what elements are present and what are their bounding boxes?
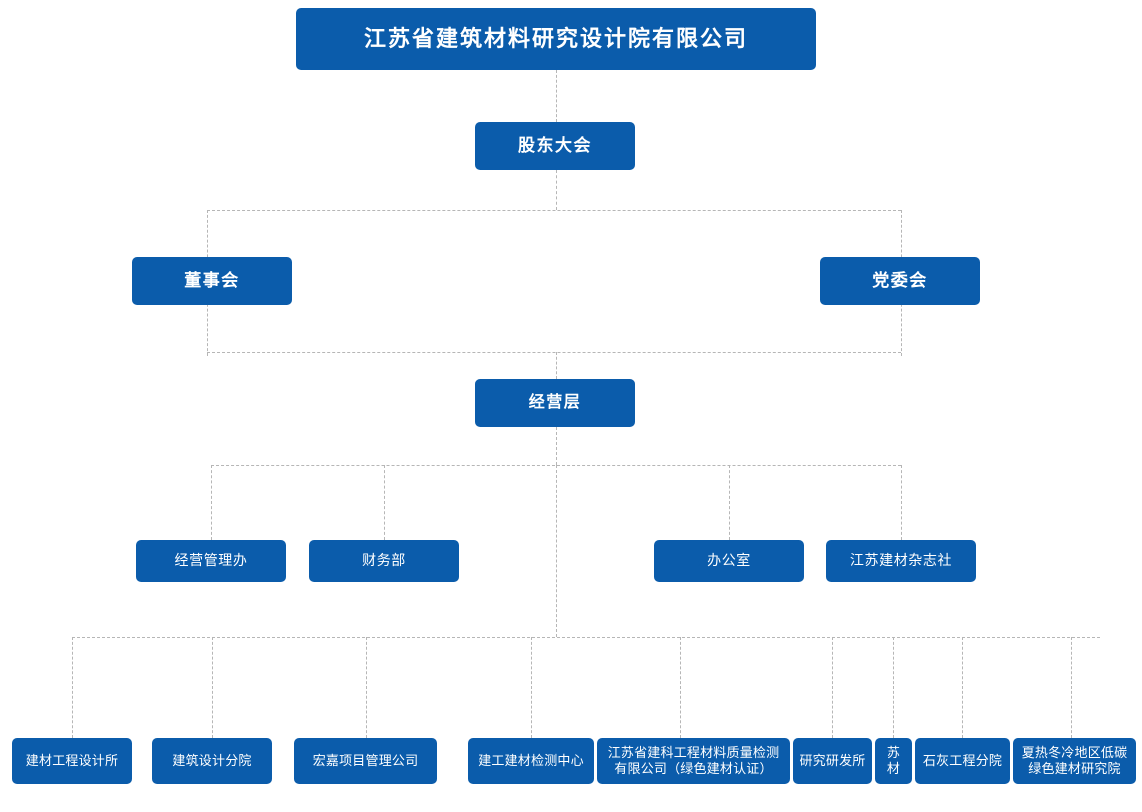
node-unit-hot-summer-cold-winter-low-carbon-green-materials-institute[interactable]: 夏热冬冷地区低碳绿色建材研究院	[1013, 738, 1136, 784]
node-dept-finance[interactable]: 财务部	[309, 540, 459, 582]
node-shareholders-meeting[interactable]: 股东大会	[475, 122, 635, 170]
connector-shareholders-down	[556, 170, 557, 210]
connector-management-down	[556, 427, 557, 465]
connector-bus-to-dept-0	[211, 465, 212, 540]
connector-bus-board-party-lower	[207, 352, 901, 353]
node-dept-general-office[interactable]: 办公室	[654, 540, 804, 582]
node-party-committee[interactable]: 党委会	[820, 257, 980, 305]
connector-bus-to-dept-3	[901, 465, 902, 540]
node-unit-hongjia-project-management-company[interactable]: 宏嘉项目管理公司	[294, 738, 437, 784]
connector-bus-to-unit-1	[212, 637, 213, 738]
node-unit-architectural-design-branch[interactable]: 建筑设计分院	[152, 738, 272, 784]
connector-management-to-units	[556, 465, 557, 637]
node-dept-jiangsu-building-materials-magazine[interactable]: 江苏建材杂志社	[826, 540, 976, 582]
node-dept-operations-office[interactable]: 经营管理办	[136, 540, 286, 582]
node-board-of-directors[interactable]: 董事会	[132, 257, 292, 305]
node-unit-lime-engineering-branch[interactable]: 石灰工程分院	[915, 738, 1010, 784]
connector-bus-to-management	[556, 352, 557, 379]
node-management-layer[interactable]: 经营层	[475, 379, 635, 427]
connector-bus-units	[72, 637, 1100, 638]
node-unit-construction-materials-testing-center[interactable]: 建工建材检测中心	[468, 738, 594, 784]
connector-bus-board-party	[207, 210, 901, 211]
connector-bus-to-dept-1	[384, 465, 385, 540]
node-unit-building-materials-engineering-design-institute[interactable]: 建材工程设计所	[12, 738, 132, 784]
node-unit-research-and-development-institute[interactable]: 研究研发所	[793, 738, 872, 784]
connector-root-to-shareholders	[556, 70, 557, 122]
connector-bus-to-dept-2	[729, 465, 730, 540]
node-unit-jianke-material-quality-testing-company[interactable]: 江苏省建科工程材料质量检测有限公司（绿色建材认证）	[597, 738, 790, 784]
connector-bus-to-unit-6	[893, 637, 894, 738]
connector-bus-to-unit-3	[531, 637, 532, 738]
connector-bus-to-unit-2	[366, 637, 367, 738]
node-root[interactable]: 江苏省建筑材料研究设计院有限公司	[296, 8, 816, 70]
connector-bus-to-unit-7	[962, 637, 963, 738]
connector-bus-to-unit-8	[1071, 637, 1072, 738]
connector-bus-to-unit-4	[680, 637, 681, 738]
connector-bus-to-unit-0	[72, 637, 73, 738]
node-unit-sucai[interactable]: 苏材	[875, 738, 912, 784]
connector-bus-to-unit-5	[832, 637, 833, 738]
